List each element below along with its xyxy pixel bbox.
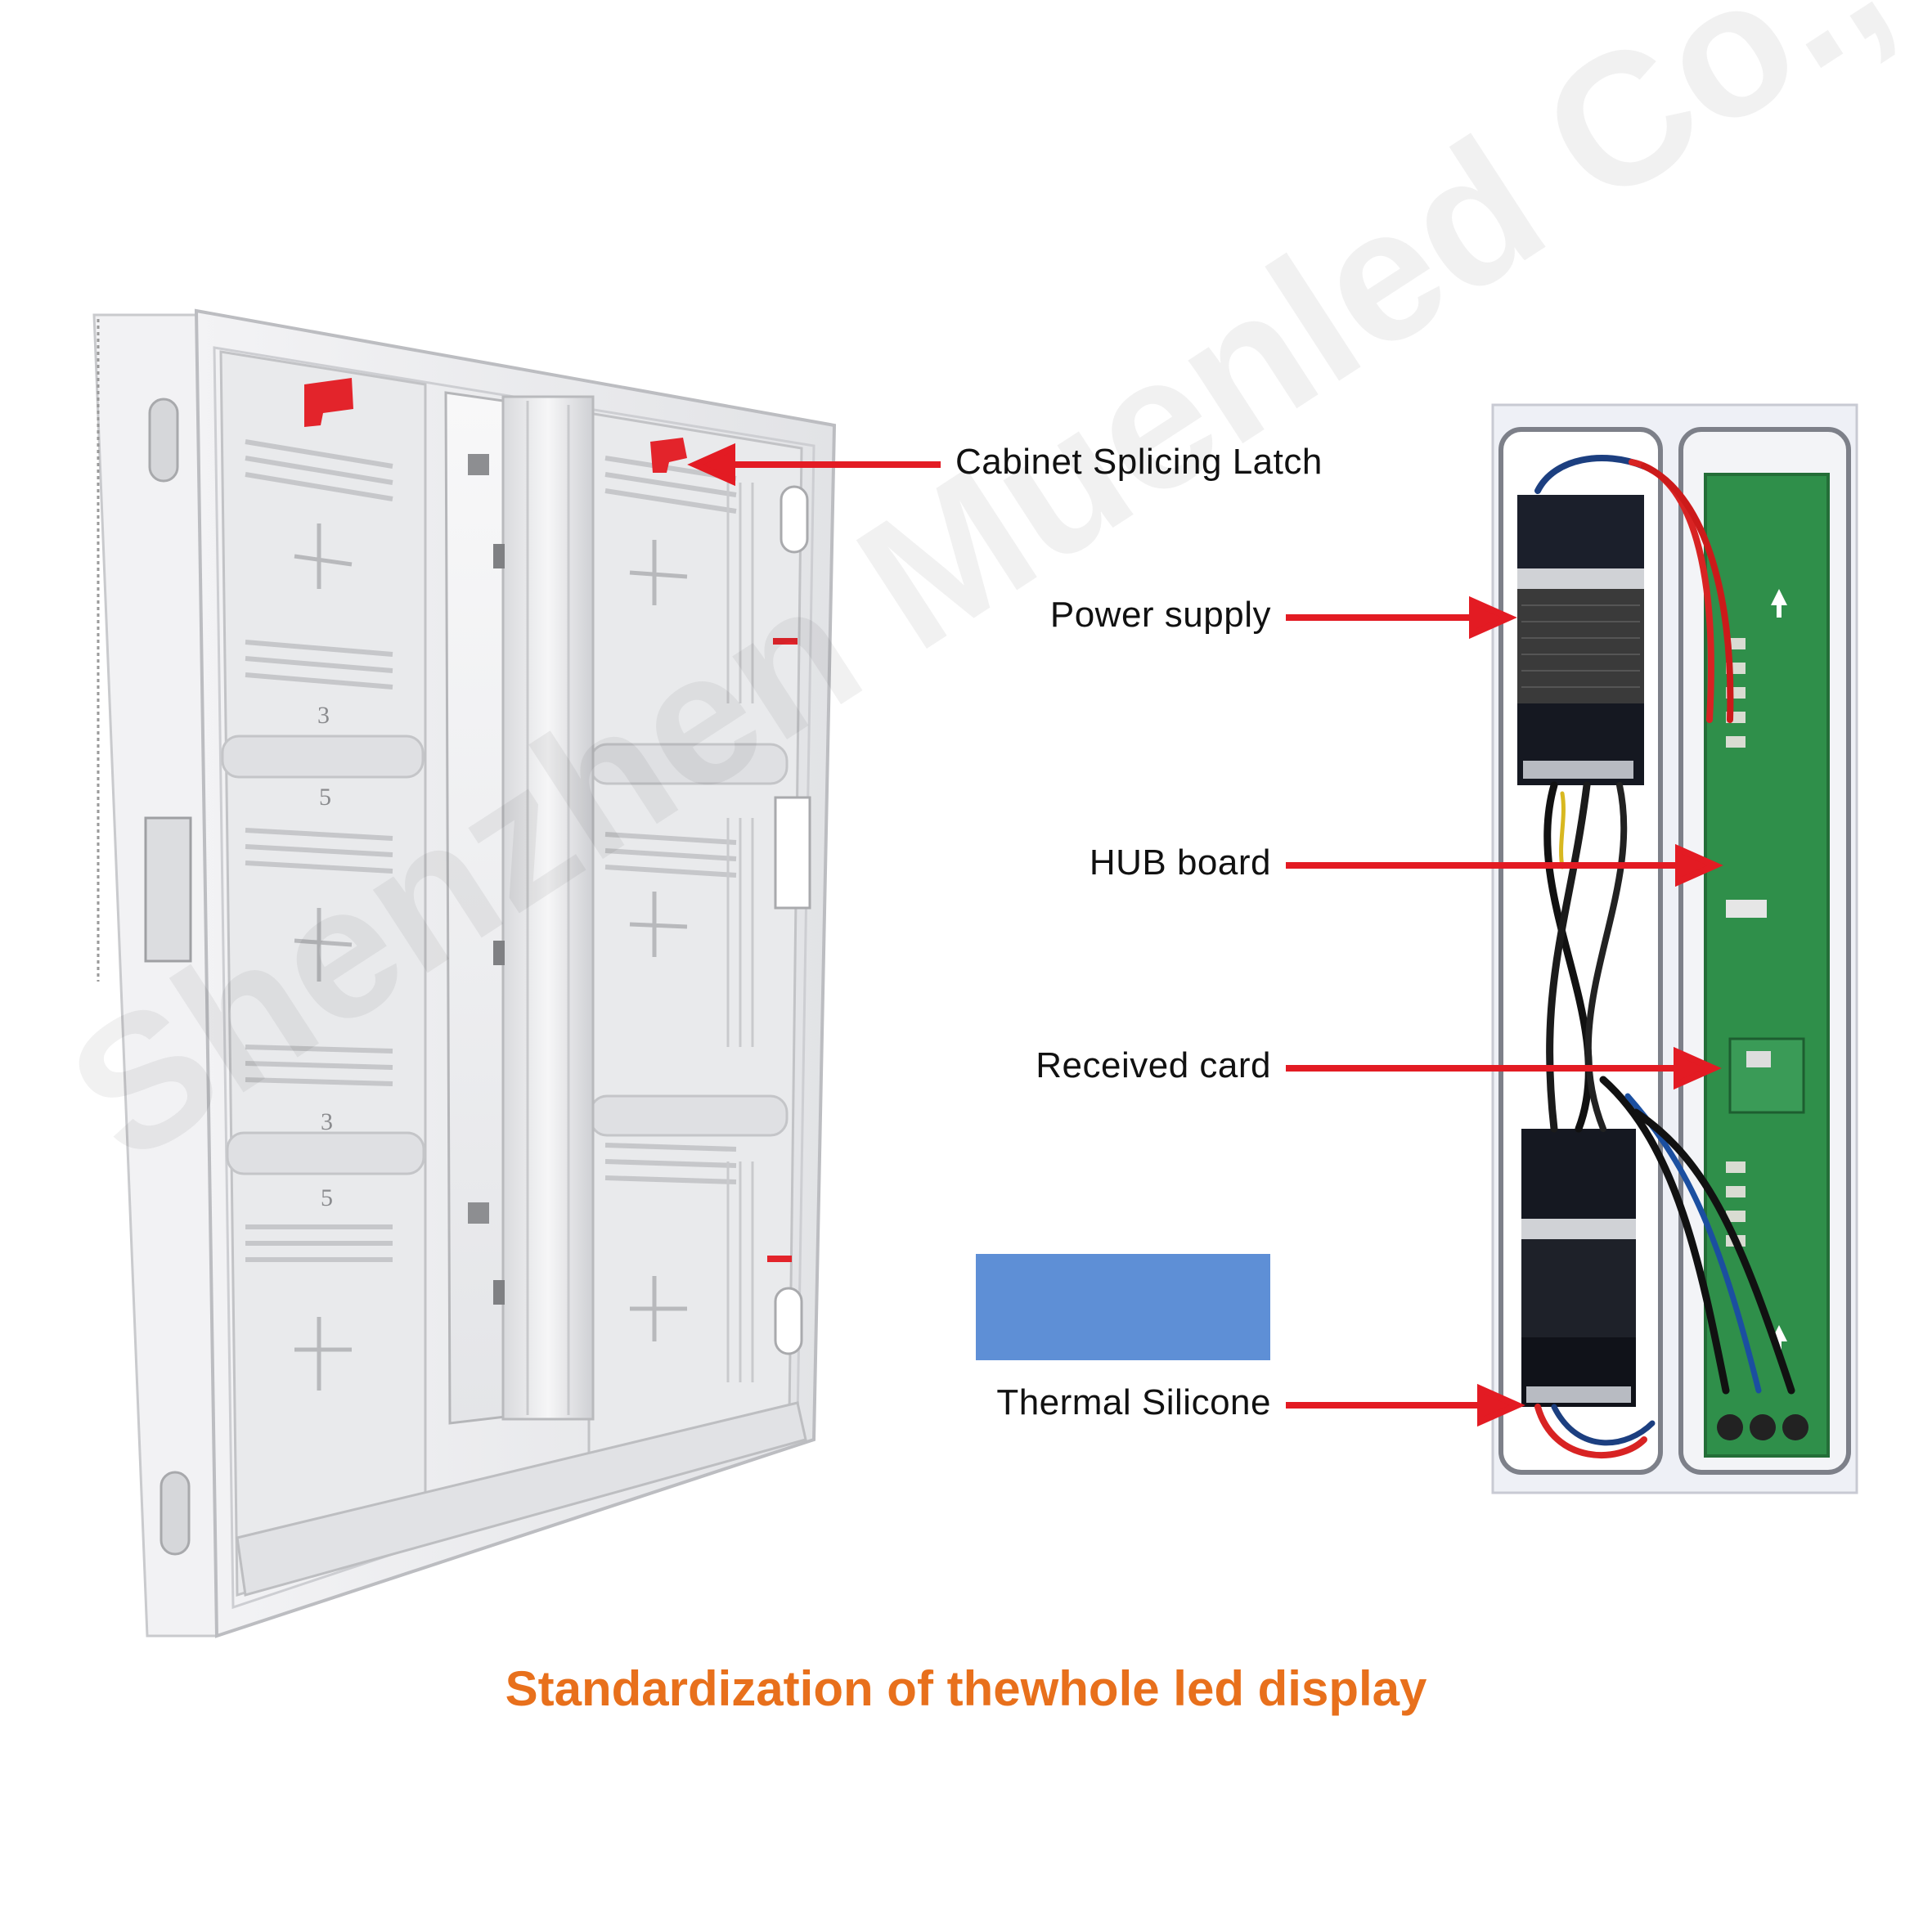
flange-handle (148, 398, 179, 483)
power-supply-unit (1521, 1129, 1636, 1219)
right-panel-ribs (604, 456, 737, 1184)
cabinet-number: 3 (317, 702, 330, 729)
power-supply-unit (1517, 495, 1644, 568)
cabinet-number: 3 (321, 1108, 333, 1135)
right-panel-handles (629, 540, 688, 1341)
left-panel-handles (294, 523, 353, 1391)
label-received-card: Received card (1036, 1045, 1271, 1085)
cabinet-number: 5 (321, 1184, 333, 1211)
left-panel-ribs (245, 439, 393, 1262)
label-thermal-silicone: Thermal Silicone (996, 1382, 1271, 1422)
label-hub-board: HUB board (1089, 842, 1271, 883)
flange-handle (160, 1471, 191, 1556)
splicing-latch-left (304, 378, 353, 427)
splicing-latch-right (650, 438, 687, 473)
receiving-card (1728, 1037, 1805, 1114)
label-power-supply: Power supply (1049, 595, 1271, 635)
thermal-silicone-swatch (976, 1254, 1270, 1360)
cabinet-number: 5 (319, 784, 331, 811)
flange-bracket (144, 816, 192, 963)
center-rail (501, 395, 595, 1421)
label-cabinet-splicing-latch: Cabinet Splicing Latch (955, 442, 1323, 482)
figure-caption: Standardization of thewhole led display (505, 1661, 1427, 1716)
wiring (1534, 455, 1795, 1458)
